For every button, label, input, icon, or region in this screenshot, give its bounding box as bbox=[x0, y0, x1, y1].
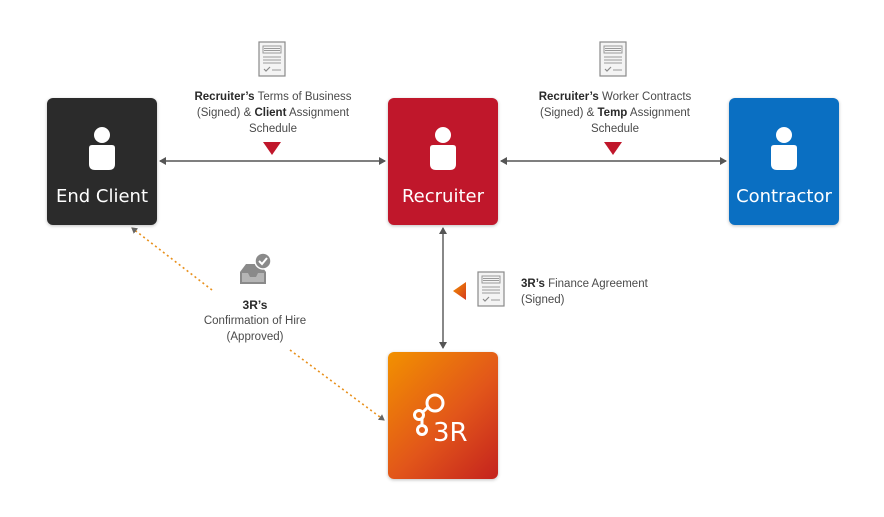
marker-triangle-finance bbox=[453, 282, 466, 300]
recruiter-label: Recruiter bbox=[401, 186, 484, 207]
3r-logo-icon: 3R bbox=[413, 393, 468, 445]
worker-contracts-caption: Recruiter’s Worker Contracts (Signed) & … bbox=[538, 91, 692, 135]
person-icon bbox=[430, 127, 456, 170]
recruiter-node[interactable]: Recruiter bbox=[388, 98, 498, 225]
marker-triangle-right bbox=[604, 142, 622, 155]
end-client-node[interactable]: End Client bbox=[47, 98, 157, 225]
dotted-arrow-to-end-client bbox=[131, 227, 213, 291]
dotted-arrow-to-3r bbox=[289, 349, 385, 421]
finance-agreement-caption: 3R’s Finance Agreement (Signed) bbox=[521, 278, 648, 306]
marker-triangle-left bbox=[263, 142, 281, 155]
end-client-label: End Client bbox=[55, 186, 149, 207]
terms-of-business-caption: Recruiter’s Terms of Business (Signed) &… bbox=[194, 91, 352, 135]
3r-logo-text: 3R bbox=[433, 418, 468, 445]
document-icon bbox=[258, 41, 286, 77]
contractor-node[interactable]: Contractor bbox=[729, 98, 839, 225]
3r-node[interactable]: 3R bbox=[388, 352, 498, 479]
contractor-label: Contractor bbox=[736, 186, 832, 207]
document-icon bbox=[477, 271, 505, 307]
confirmation-of-hire-caption: 3R’s Confirmation of Hire (Approved) bbox=[203, 298, 307, 343]
person-icon bbox=[771, 127, 797, 170]
person-icon bbox=[89, 127, 115, 170]
document-icon bbox=[599, 41, 627, 77]
inbox-approved-icon bbox=[240, 252, 272, 284]
